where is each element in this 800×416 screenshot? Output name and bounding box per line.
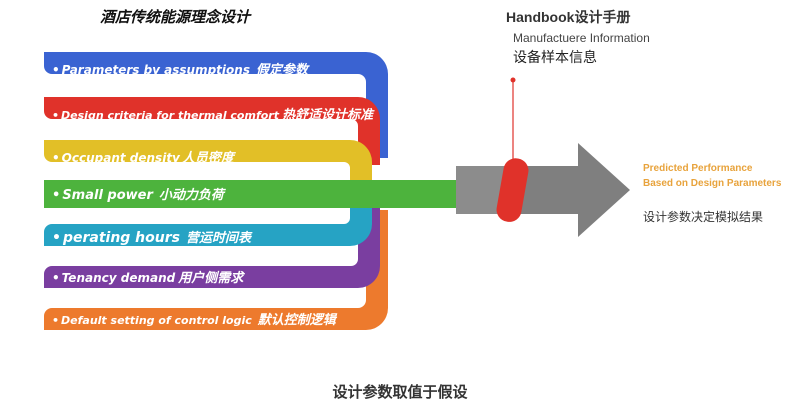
band-shape-6 bbox=[44, 206, 380, 288]
band-3-en-text: Occupant density bbox=[61, 151, 180, 165]
band-shape-3 bbox=[44, 140, 372, 180]
result-label-en: Predicted Performance Based on Design Pa… bbox=[643, 161, 781, 191]
band-5-cn: 营运时间表 bbox=[185, 231, 251, 246]
band-1-en: •Parameters by assumptions bbox=[52, 63, 250, 77]
result-line-1: Predicted Performance bbox=[643, 163, 753, 174]
result-line-2: Based on Design Parameters bbox=[643, 178, 782, 189]
band-shape-4 bbox=[44, 180, 460, 208]
band-1-cn: 假定参数 bbox=[255, 63, 308, 78]
band-shape-1 bbox=[44, 52, 388, 158]
handbook-title: Handbook设计手册 bbox=[506, 9, 631, 25]
diagram-caption: 设计参数取值于假设 bbox=[332, 383, 468, 401]
handbook-capsule bbox=[496, 158, 529, 222]
band-shape-5 bbox=[44, 198, 372, 246]
band-shape-7 bbox=[44, 210, 388, 330]
band-7-cn: 默认控制逻辑 bbox=[257, 313, 336, 328]
band-4-en-text: Small power bbox=[62, 188, 153, 203]
band-4-cn: 小动力负荷 bbox=[158, 188, 224, 203]
band-2-en-text: Design criteria for thermal comfort bbox=[61, 109, 279, 122]
handbook-subtitle-en: Manufactuere Information bbox=[513, 31, 650, 45]
handbook-subtitle-cn: 设备样本信息 bbox=[513, 50, 597, 66]
result-label-cn: 设计参数决定模拟结果 bbox=[643, 210, 764, 224]
band-3-cn: 人员密度 bbox=[181, 151, 234, 166]
diagram-title: 酒店传统能源理念设计 bbox=[100, 8, 251, 26]
band-label-1: •Parameters by assumptions 假定参数 bbox=[52, 58, 308, 80]
band-5-en-text: perating hours bbox=[62, 230, 180, 246]
band-shape-2 bbox=[44, 97, 380, 165]
pin-dot bbox=[510, 77, 516, 83]
band-2-cn: 热舒适设计标准 bbox=[281, 108, 373, 123]
band-7-en-text: Default setting of control logic bbox=[61, 314, 252, 327]
band-6-cn: 用户侧需求 bbox=[178, 271, 244, 286]
band-6-en-text: Tenancy demand bbox=[61, 271, 176, 285]
band-1-en-text: Parameters by assumptions bbox=[61, 63, 250, 77]
